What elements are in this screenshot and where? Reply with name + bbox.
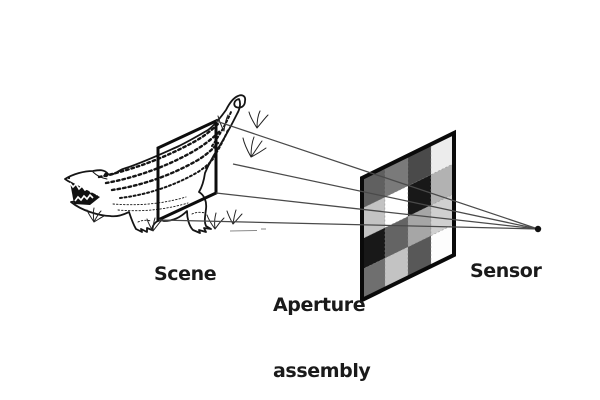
aperture-label-line2: assembly <box>273 360 371 382</box>
crocodile-teeth <box>69 182 98 202</box>
sensor-point <box>534 225 542 233</box>
aperture-grid <box>361 132 455 301</box>
projection-ray <box>215 192 539 230</box>
grass-tufts <box>86 110 269 232</box>
projection-ray <box>215 120 539 230</box>
projection-ray <box>158 219 539 230</box>
projection-ray <box>232 163 539 230</box>
crocodile-body <box>64 94 247 234</box>
crocodile-illustration <box>64 94 269 234</box>
aperture-assembly <box>360 129 456 304</box>
aperture-border <box>360 129 456 304</box>
ground-marks <box>229 228 266 232</box>
scene-label: Scene <box>154 263 217 285</box>
crocodile-texture <box>92 111 232 223</box>
crocodile-nostril <box>67 176 71 180</box>
aperture-label: Aperture assembly <box>273 250 371 400</box>
aperture-label-line1: Aperture <box>273 294 366 316</box>
sensor-label: Sensor <box>470 260 542 282</box>
projection-rays <box>158 120 539 230</box>
